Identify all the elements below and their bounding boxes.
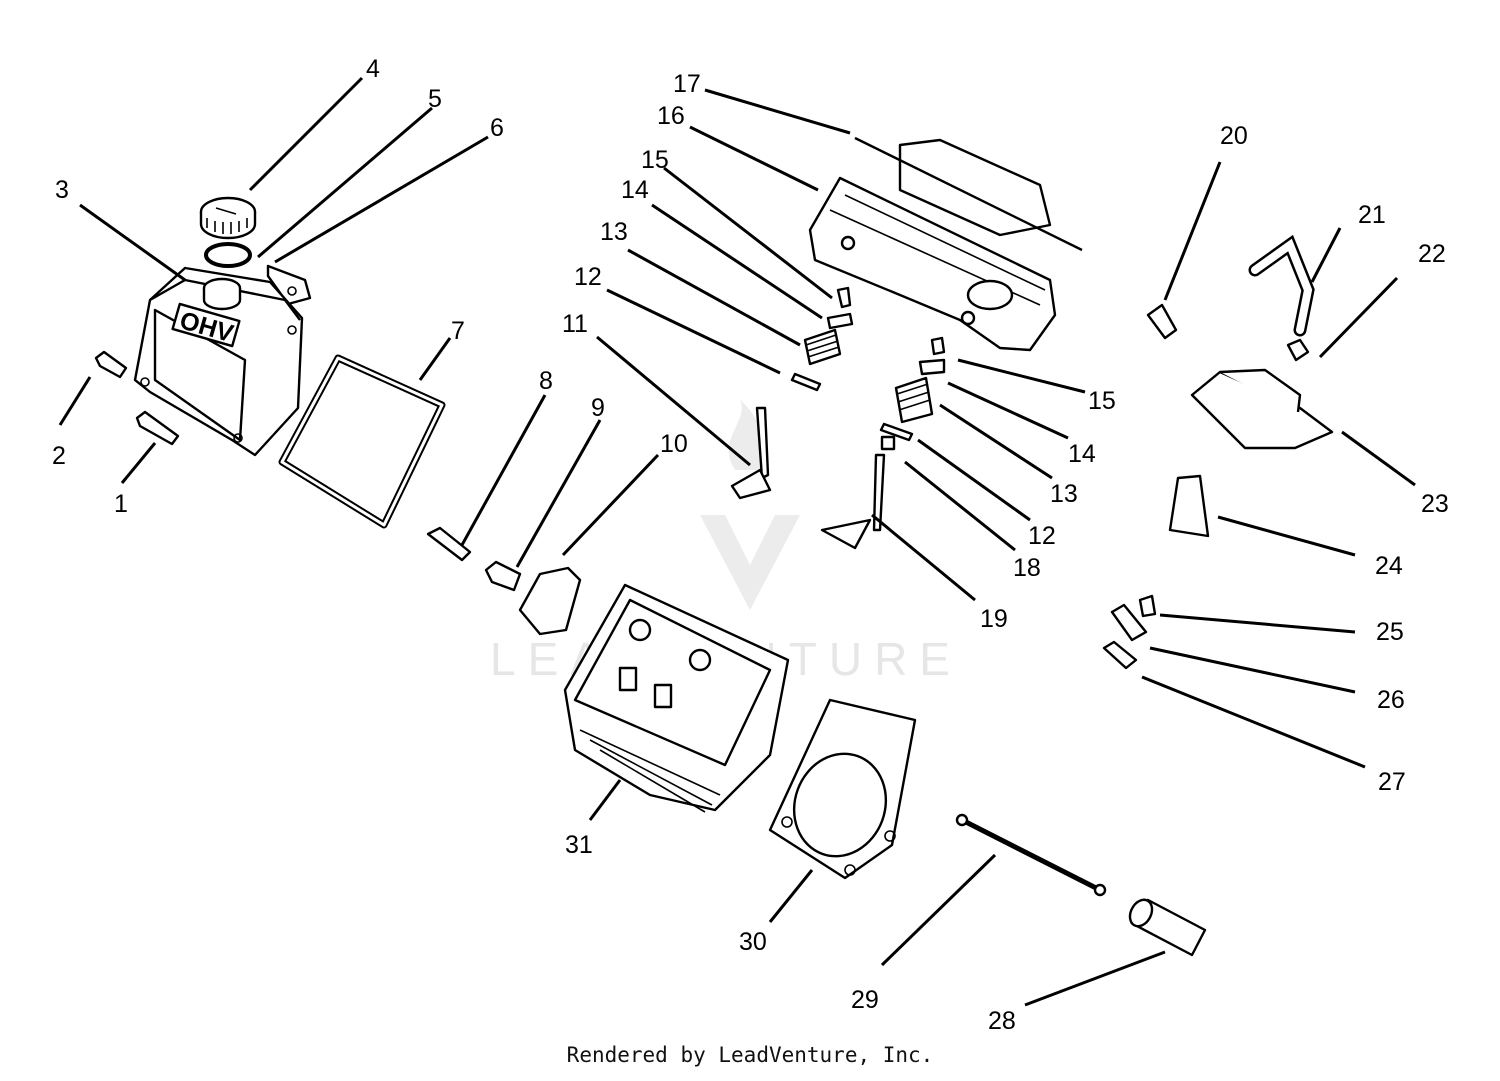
callout-6: 6 [490, 114, 504, 142]
callout-11: 11 [562, 310, 588, 338]
part-cylinder-head [563, 583, 790, 813]
part-valve-cover: OHV [133, 266, 304, 457]
callout-14: 14 [1068, 440, 1096, 468]
part-bolt-long [135, 410, 180, 446]
leader-lines [58, 76, 1416, 1007]
callout-17: 17 [673, 70, 701, 98]
callout-13: 13 [600, 218, 628, 246]
callout-30: 30 [739, 928, 767, 956]
part-screw [1138, 594, 1157, 618]
callout-3: 3 [55, 176, 69, 204]
callout-20: 20 [1220, 122, 1248, 150]
callout-28: 28 [988, 1007, 1016, 1035]
callouts: 1 2 3 4 5 6 7 8 9 10 11 12 13 14 15 16 1… [52, 55, 1449, 1035]
callout-19: 19 [980, 605, 1008, 633]
callout-1: 1 [114, 490, 128, 518]
callout-12: 12 [574, 263, 602, 291]
part-cover-gasket [278, 354, 446, 529]
callout-18: 18 [1013, 554, 1041, 582]
part-retainer [1102, 640, 1138, 670]
credit-text: Rendered by LeadVenture, Inc. [566, 1043, 934, 1067]
part-push-rod [960, 817, 1102, 893]
callout-7: 7 [451, 317, 465, 345]
part-clamp [1286, 338, 1310, 362]
callout-26: 26 [1377, 686, 1405, 714]
callout-31: 31 [565, 831, 593, 859]
callout-15: 15 [641, 146, 669, 174]
callout-23: 23 [1421, 490, 1449, 518]
part-head-gasket [768, 698, 917, 880]
part-breather-screw [1146, 303, 1178, 340]
callout-13: 13 [1050, 480, 1078, 508]
callout-4: 4 [366, 55, 380, 83]
callout-5: 5 [428, 85, 442, 113]
callout-25: 25 [1376, 618, 1404, 646]
part-oil-cap [199, 196, 257, 240]
callout-12: 12 [1028, 522, 1056, 550]
callout-29: 29 [851, 986, 879, 1014]
callout-15: 15 [1088, 387, 1116, 415]
part-valve-assembly-left [730, 286, 854, 500]
callout-10: 10 [660, 430, 688, 458]
part-bracket-small [1110, 603, 1148, 642]
part-guide [484, 560, 522, 592]
part-baffle [1168, 474, 1210, 538]
part-stud [426, 526, 472, 562]
part-valve-assembly-right [820, 336, 946, 550]
callout-21: 21 [1358, 201, 1386, 229]
callout-2: 2 [52, 442, 66, 470]
callout-22: 22 [1418, 240, 1446, 268]
part-rocker-housing [808, 136, 1083, 352]
part-o-ring [204, 242, 252, 268]
part-rocker-arm [518, 566, 582, 636]
part-breather-cover [1190, 368, 1334, 450]
callout-14: 14 [621, 176, 649, 204]
callout-27: 27 [1378, 768, 1406, 796]
callout-24: 24 [1375, 552, 1403, 580]
part-tappet [1128, 898, 1207, 957]
callout-8: 8 [539, 367, 553, 395]
callout-9: 9 [591, 394, 605, 422]
part-bolt-short [94, 350, 128, 379]
callout-16: 16 [657, 102, 685, 130]
